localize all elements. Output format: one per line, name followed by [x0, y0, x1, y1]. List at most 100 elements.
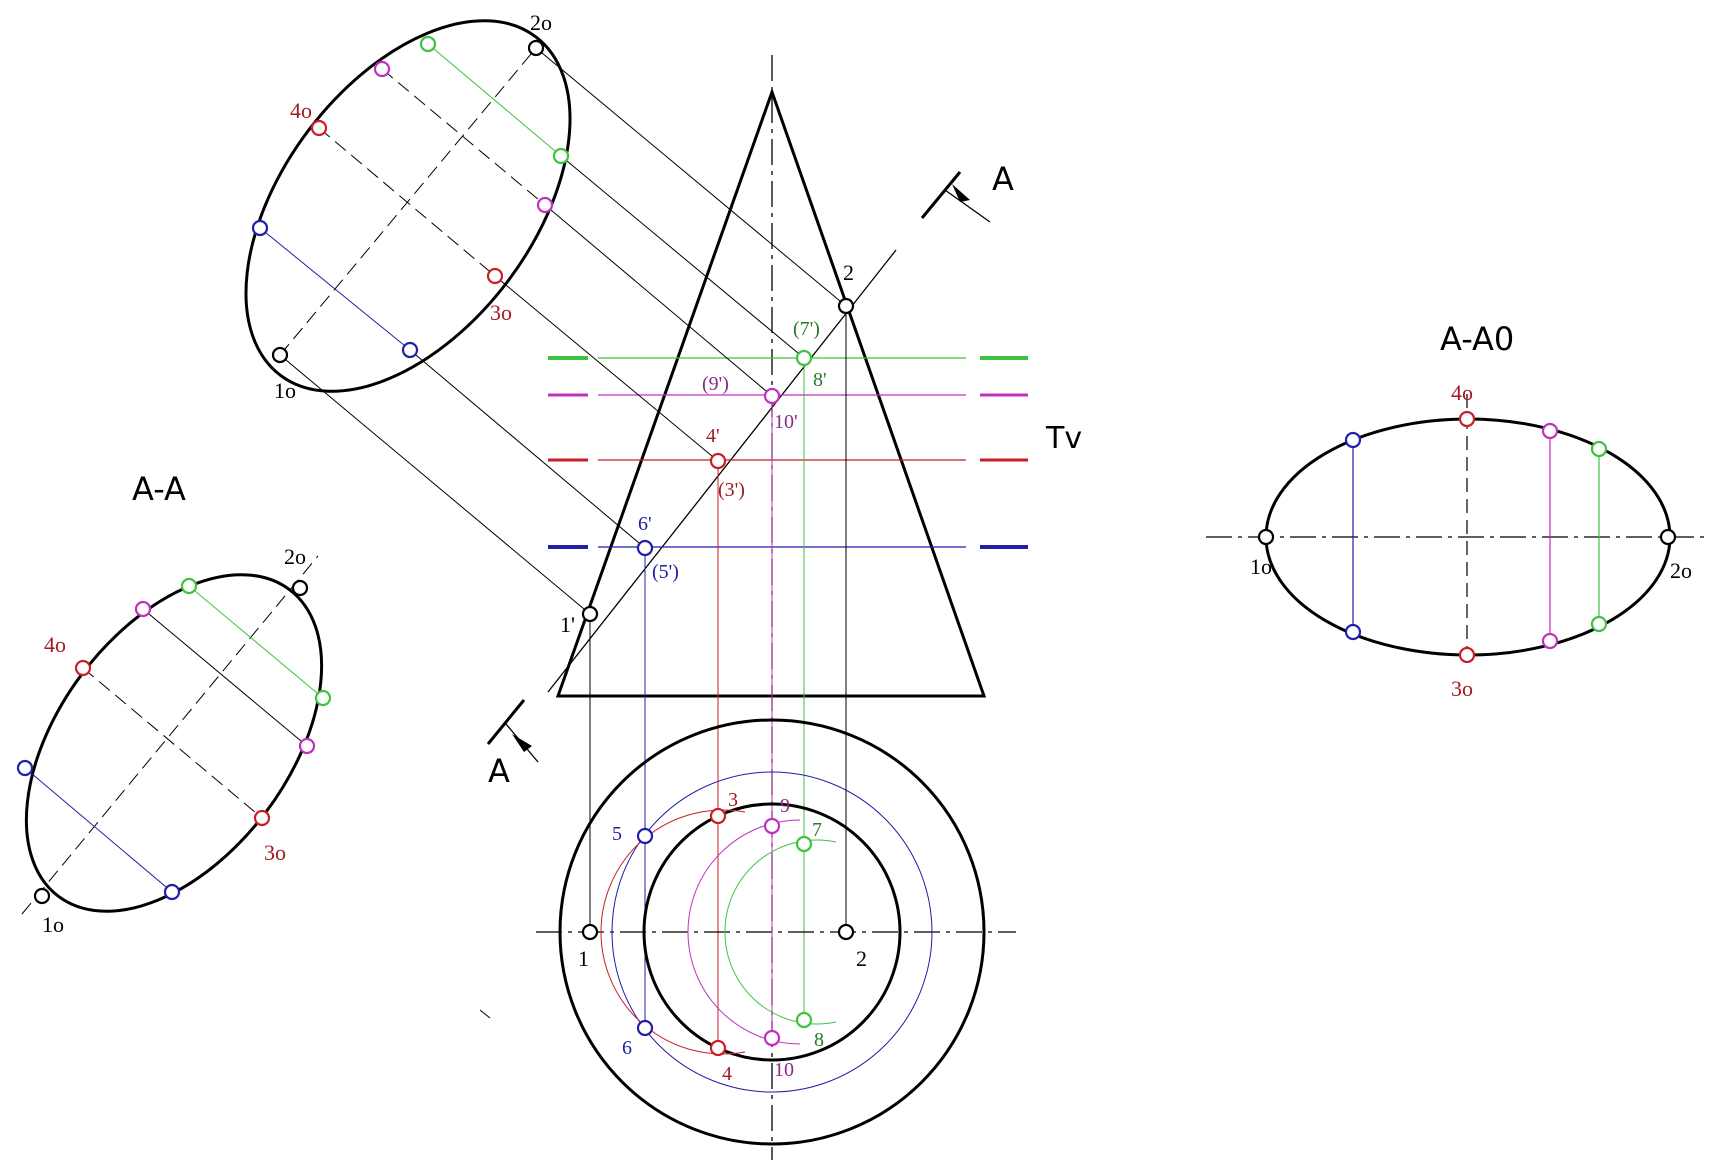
mark-left [479, 1009, 491, 1019]
point-markers [16, 35, 1677, 1057]
cutting-plane-arrow-icon [512, 734, 532, 752]
re-label-1: 1o [1250, 554, 1272, 579]
top-label-8: 8 [814, 1029, 824, 1051]
hollow-circle-point-icon [1659, 528, 1677, 546]
top-label-9: 9 [780, 795, 790, 817]
projection-lines-diagonal [279, 47, 847, 615]
hollow-circle-point-icon [1344, 431, 1362, 449]
cone-outline [555, 87, 987, 698]
label-8-prime: 8' [813, 369, 827, 391]
section-title-right: A-A0 [1440, 320, 1514, 358]
label-4-prime: 4' [706, 425, 720, 447]
hollow-circle-point-icon [134, 600, 152, 618]
hollow-circle-point-icon [1541, 632, 1559, 650]
label-10-prime: 10' [774, 411, 798, 433]
right-ellipse-labels: 1o 2o 3o 4o [1250, 380, 1692, 701]
hollow-circle-point-icon [419, 35, 437, 53]
hollow-circle-point-icon [16, 759, 34, 777]
hollow-circle-point-icon [837, 923, 855, 941]
hollow-circle-point-icon [1257, 528, 1275, 546]
ue-label-3: 3o [490, 300, 512, 325]
hollow-circle-point-icon [763, 387, 781, 405]
ue-label-2: 2o [530, 10, 552, 35]
blue-level-circle [611, 771, 933, 1093]
hollow-circle-point-icon [1458, 410, 1476, 428]
le-label-1: 1o [42, 912, 64, 937]
hollow-circle-point-icon [253, 809, 271, 827]
red-level-arc [600, 809, 746, 1055]
hollow-circle-point-icon [636, 1019, 654, 1037]
re-label-4: 4o [1451, 380, 1473, 405]
hollow-circle-point-icon [763, 1029, 781, 1047]
hollow-circle-point-icon [1590, 440, 1608, 458]
hollow-circle-point-icon [1590, 615, 1608, 633]
titles: A-A A-A0 Tv A A [132, 160, 1514, 790]
hollow-circle-point-icon [401, 341, 419, 359]
hollow-circle-point-icon [552, 147, 570, 165]
top-label-5: 5 [612, 823, 622, 845]
hollow-circle-point-icon [291, 579, 309, 597]
cutting-plane-arrow-icon [952, 184, 970, 202]
hollow-circle-point-icon [636, 539, 654, 557]
top-label-4: 4 [722, 1063, 732, 1085]
label-1-prime: 1' [560, 612, 575, 637]
hollow-circle-point-icon [486, 267, 504, 285]
label-9-prime: (9') [702, 373, 729, 395]
hollow-circle-point-icon [74, 659, 92, 677]
top-label-6: 6 [622, 1037, 632, 1059]
hollow-circle-point-icon [373, 60, 391, 78]
top-label-1: 1 [578, 946, 589, 971]
hollow-circle-point-icon [298, 737, 316, 755]
hollow-circle-point-icon [163, 883, 181, 901]
level-lines [548, 356, 1028, 549]
hollow-circle-point-icon [1344, 623, 1362, 641]
upper-rotated-ellipse [244, 19, 847, 615]
major-axis [279, 47, 537, 356]
hollow-circle-point-icon [795, 1011, 813, 1029]
hollow-circle-point-icon [527, 39, 545, 57]
cut-label-top: A [992, 160, 1014, 198]
top-label-3: 3 [728, 789, 738, 811]
re-label-2: 2o [1670, 558, 1692, 583]
front-labels: 1' 2 4' (3') 6' (5') (9') 10' (7') 8' [560, 260, 854, 637]
label-2: 2 [843, 260, 854, 285]
le-label-2: 2o [284, 544, 306, 569]
major-axis [21, 555, 319, 915]
left-ellipse-labels: 1o 2o 3o 4o [42, 544, 306, 937]
upper-ellipse-labels: 1o 2o 3o 4o [274, 10, 552, 403]
ellipse-outline [244, 19, 572, 393]
plane-label: Tv [1045, 421, 1082, 456]
hollow-circle-point-icon [581, 923, 599, 941]
hollow-circle-point-icon [837, 297, 855, 315]
hollow-circle-point-icon [33, 887, 51, 905]
hollow-circle-point-icon [709, 452, 727, 470]
hollow-circle-point-icon [314, 689, 332, 707]
cut-label-bottom: A [488, 752, 510, 790]
hollow-circle-point-icon [1541, 422, 1559, 440]
top-labels: 1 2 3 4 5 6 7 8 9 10 [578, 789, 867, 1085]
front-view [486, 55, 1028, 1160]
section-title-left: A-A [132, 470, 186, 508]
label-3-prime: (3') [718, 479, 745, 501]
hollow-circle-point-icon [581, 605, 599, 623]
cut-arrow-bottom [486, 699, 539, 763]
cut-arrow-top [920, 171, 991, 223]
label-7-prime: (7') [793, 318, 820, 340]
cutting-plane-line [547, 249, 897, 693]
section-circle [642, 802, 902, 1062]
hollow-circle-point-icon [251, 219, 269, 237]
hollow-circle-point-icon [709, 1039, 727, 1057]
hollow-circle-point-icon [795, 349, 813, 367]
top-view [479, 718, 1016, 1146]
hollow-circle-point-icon [709, 807, 727, 825]
ue-label-4: 4o [290, 98, 312, 123]
top-label-2: 2 [856, 946, 867, 971]
top-label-7: 7 [812, 819, 822, 841]
magenta-level-arc [687, 819, 801, 1045]
le-label-3: 3o [264, 840, 286, 865]
hollow-circle-point-icon [795, 835, 813, 853]
re-label-3: 3o [1451, 676, 1473, 701]
hollow-circle-point-icon [763, 817, 781, 835]
base-circle [558, 718, 986, 1146]
